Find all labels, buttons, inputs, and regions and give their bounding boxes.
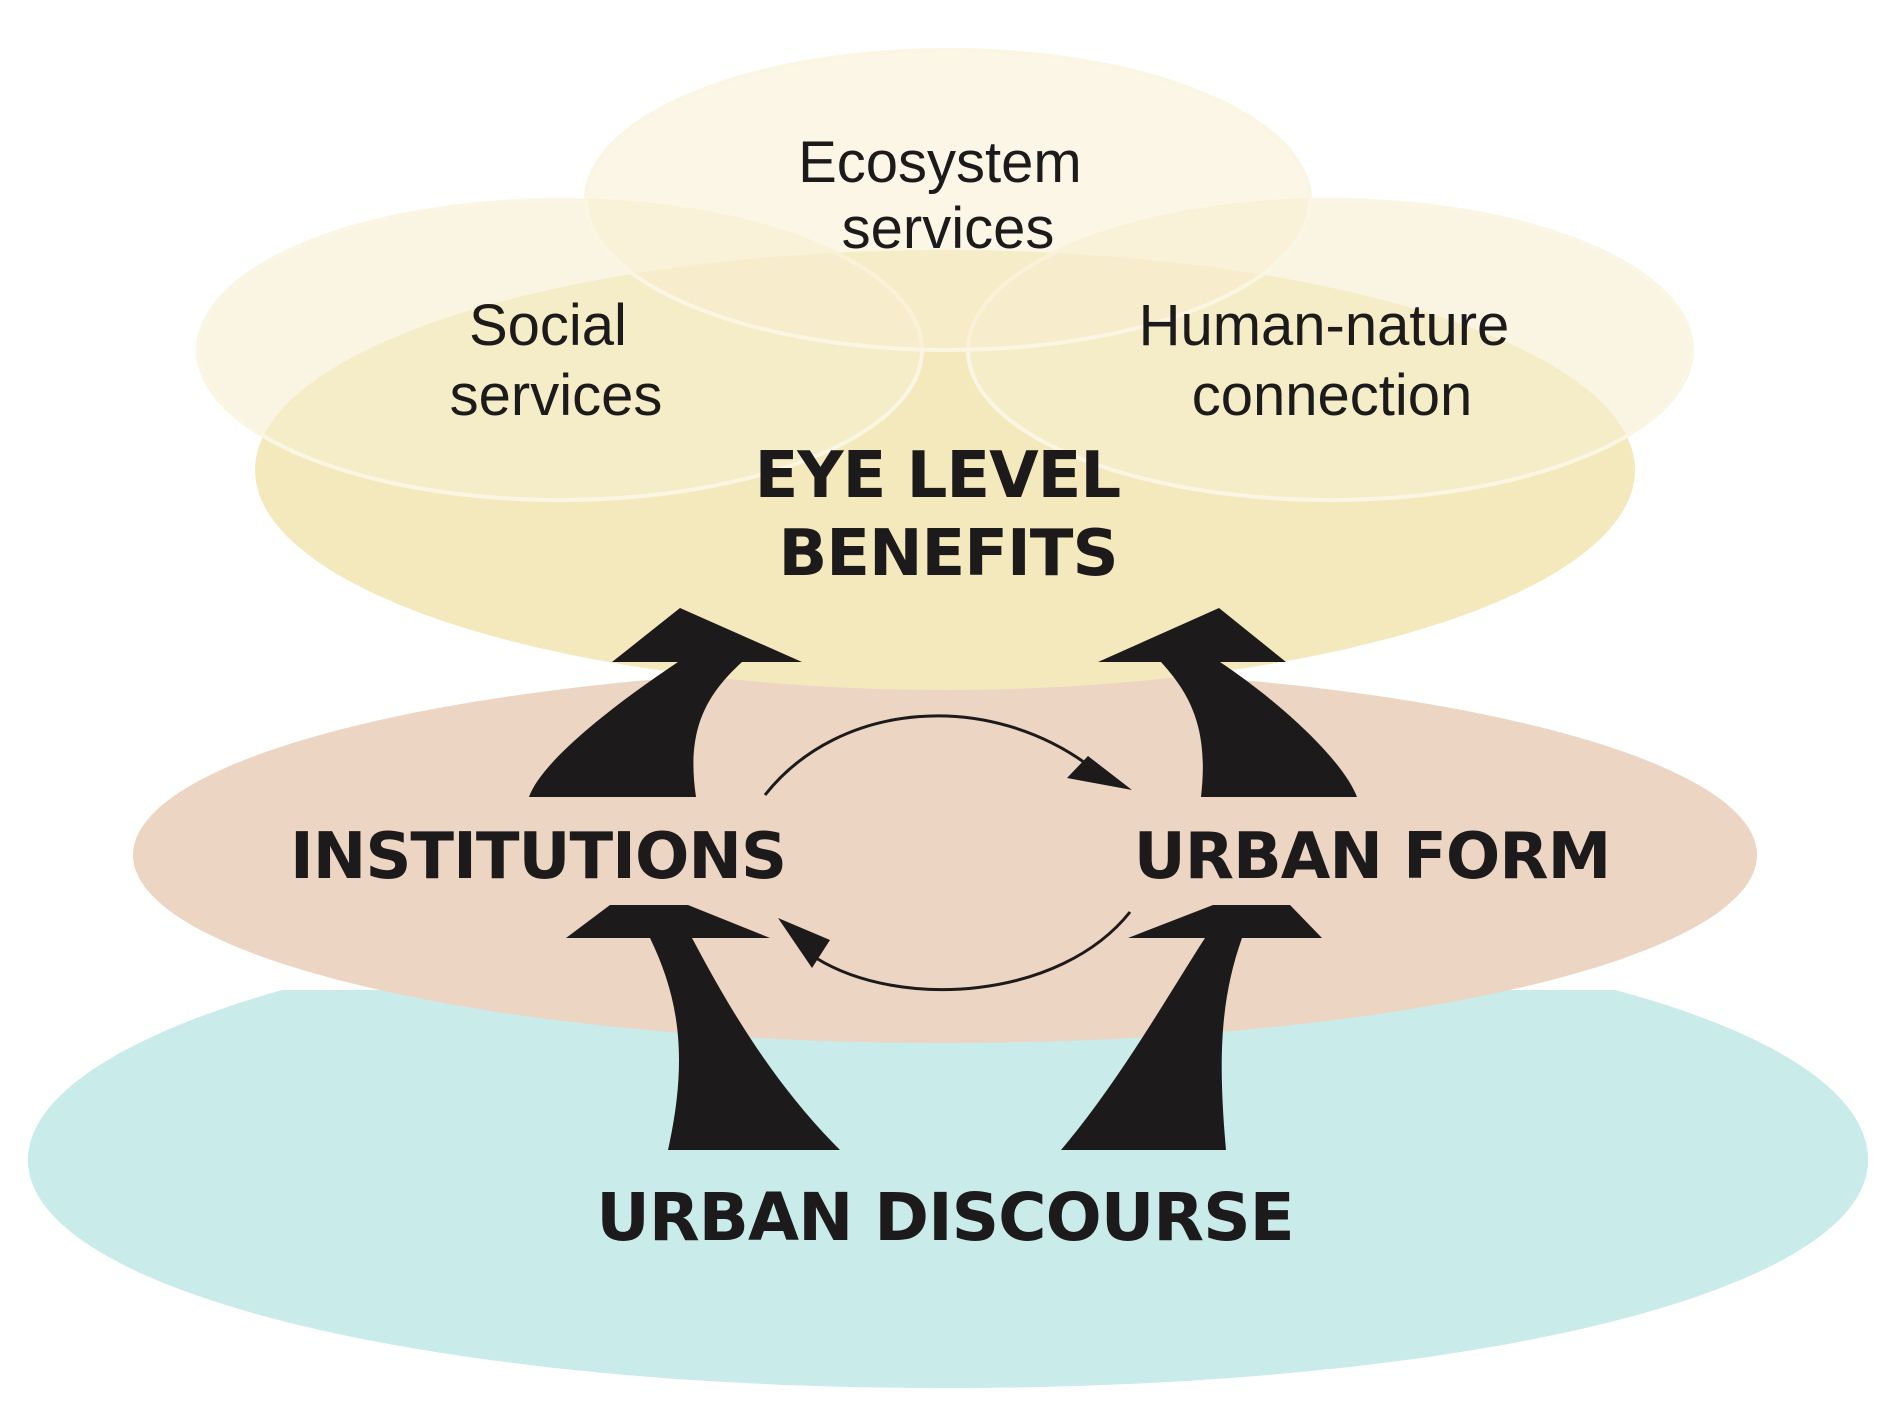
arrowhead-to-institutions [778, 918, 830, 968]
human-nature-connection-line-2: connection [1192, 363, 1473, 428]
social-services-line-1: Social [469, 293, 627, 358]
feedback-arrows [763, 714, 1132, 992]
big-arrows [529, 608, 1357, 1150]
institutions-label: INSTITUTIONS [290, 820, 786, 894]
urban-discourse-label: URBAN DISCOURSE [596, 1179, 1293, 1256]
social-services-line-2: services [450, 363, 663, 428]
human-nature-connection-line-1: Human-nature [1139, 293, 1510, 358]
urban-form-label: URBAN FORM [1134, 820, 1611, 894]
arrow-urban-form-to-benefits [1098, 608, 1357, 797]
human-nature-connection-label: Human-nature connection [1139, 293, 1526, 428]
urban-discourse-layer [28, 990, 1868, 1388]
arrow-discourse-to-urban-form [1061, 905, 1322, 1150]
ecosystem-services-line-2: services [842, 196, 1055, 261]
arrow-institutions-to-benefits [529, 608, 802, 797]
ecosystem-services-line-1: Ecosystem [798, 130, 1082, 195]
eye-level-benefits-label: EYE LEVEL BENEFITS [755, 439, 1142, 591]
eye-level-benefits-line-2: BENEFITS [778, 517, 1117, 591]
arrow-institutions-to-urban-form [763, 714, 1093, 796]
eye-level-benefits-line-1: EYE LEVEL [755, 439, 1121, 513]
arrow-urban-form-to-institutions [815, 911, 1132, 992]
arrowhead-to-urban-form [1067, 756, 1132, 790]
ecosystem-services-circle [584, 48, 1312, 352]
social-services-label: Social services [450, 293, 663, 428]
institutions-urban-form-layer [133, 667, 1757, 1043]
ecosystem-services-label: Ecosystem services [798, 130, 1098, 261]
eye-level-benefits-layer [196, 48, 1694, 690]
arrow-discourse-to-institutions [566, 905, 840, 1150]
